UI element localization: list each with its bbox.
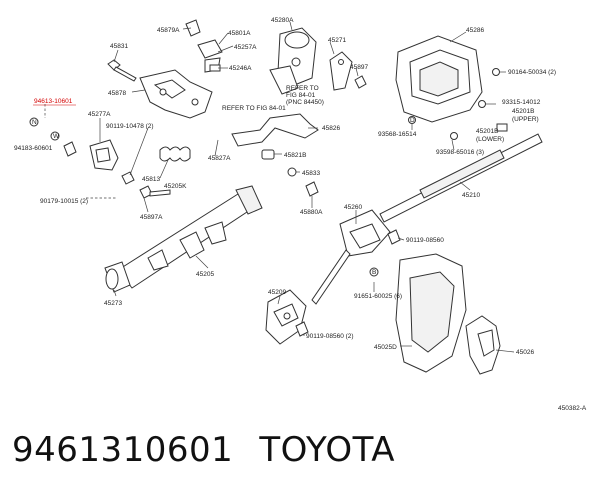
label-45801a: 45801A: [228, 30, 251, 37]
label-45826: 45826: [322, 125, 340, 132]
label-ref-fig-2a: REFER TO: [286, 85, 319, 92]
callout-labels: 45879A 45801A 45280A 45286 45831 45257A …: [14, 17, 587, 412]
housing-45280a: [269, 27, 317, 95]
label-45827a: 45827A: [208, 155, 231, 162]
marker-b: [369, 267, 379, 277]
bracket-45026: [465, 315, 501, 375]
marker-letters: N W B D: [32, 117, 415, 276]
bolt-90119-10478: [121, 171, 135, 185]
label-45205k: 45205K: [164, 183, 187, 190]
bracket-45826: [231, 113, 319, 147]
label-45833: 45833: [302, 170, 320, 177]
label-45271: 45271: [328, 37, 346, 44]
bolt-90119-08560: [387, 229, 401, 245]
label-90179: 90179-10015 (2): [40, 198, 88, 205]
label-45277a: 45277A: [88, 111, 111, 118]
label-45025d: 45025D: [374, 344, 397, 351]
label-45821b: 45821B: [284, 152, 306, 159]
label-45026: 45026: [516, 349, 534, 356]
label-94613-highlight: 94613-10601: [34, 98, 73, 105]
label-45813: 45813: [142, 176, 160, 183]
bolt-90119-08560-2: [295, 321, 309, 337]
leader-lines: [44, 21, 515, 353]
label-45280a: 45280A: [271, 17, 294, 24]
column-cover-45286: [395, 35, 483, 123]
steering-column-parts-diagram: 45879A 45801A 45280A 45286 45831 45257A …: [14, 17, 587, 412]
main-shaft-45210: [379, 123, 543, 223]
spring-45813: [159, 146, 191, 162]
label-45880a: 45880A: [300, 209, 323, 216]
label-45273: 45273: [104, 300, 122, 307]
lever-45271: [329, 51, 353, 91]
label-91651: 91651-60025 (6): [354, 293, 402, 300]
label-ref-fig-2b: FIG 84-01: [286, 92, 316, 99]
screw-markers-cover: [408, 68, 500, 140]
label-90119-08560b: 90119-08560 (2): [306, 333, 354, 340]
marker-d-letter: D: [410, 117, 415, 124]
label-45201b-upper: 45201B: [512, 108, 534, 115]
intermediate-shaft-45260: [311, 209, 391, 305]
hardware-45821b: [261, 149, 319, 197]
bracket-assembly-45878: [139, 19, 223, 119]
bolt-45897a: [139, 185, 171, 199]
part-number: 9461310601: [12, 430, 234, 470]
label-93315: 93315-14012: [502, 99, 541, 106]
label-45878: 45878: [108, 90, 126, 97]
label-45879a: 45879A: [157, 27, 180, 34]
label-45246a: 45246A: [229, 65, 252, 72]
label-94183: 94183-60601: [14, 145, 53, 152]
label-93598: 93598-65016 (3): [436, 149, 484, 156]
label-90119-08560a: 90119-08560: [406, 237, 444, 244]
label-45260: 45260: [344, 204, 362, 211]
part-caption: 9461310601 TOYOTA: [12, 430, 421, 470]
bolt-45897: [354, 75, 367, 89]
label-45257a: 45257A: [234, 44, 257, 51]
label-45210: 45210: [462, 192, 480, 199]
label-45205: 45205: [196, 271, 214, 278]
label-45897: 45897: [350, 64, 368, 71]
label-ref-fig-1: REFER TO FIG 84-01: [222, 105, 286, 112]
label-45286: 45286: [466, 27, 484, 34]
label-ref-fig-2c: (PNC 84450): [286, 99, 324, 106]
clamp-45277a: [89, 139, 119, 171]
label-diagram-code: 450382-A: [558, 405, 587, 412]
label-90164: 90164-50034 (2): [508, 69, 556, 76]
label-45201b-lower: 45201B: [476, 128, 498, 135]
label-90119-10478: 90119-10478 (2): [106, 123, 154, 130]
label-45201b-upper-note: (UPPER): [512, 116, 539, 123]
label-93568: 93568-16514: [378, 131, 417, 138]
marker-w: W: [53, 133, 60, 140]
column-tube-45205: [104, 185, 263, 293]
label-45831: 45831: [110, 43, 128, 50]
washer-markers: [29, 117, 77, 157]
marker-n: N: [32, 119, 37, 126]
bolt-45831: [107, 59, 137, 82]
label-45201b-lower-note: (LOWER): [476, 136, 504, 143]
dust-seal-45025d: [395, 253, 467, 373]
brand-name: TOYOTA: [259, 430, 396, 470]
label-45209: 45209: [268, 289, 286, 296]
marker-b-letter: B: [372, 269, 376, 276]
label-45897a: 45897A: [140, 214, 163, 221]
